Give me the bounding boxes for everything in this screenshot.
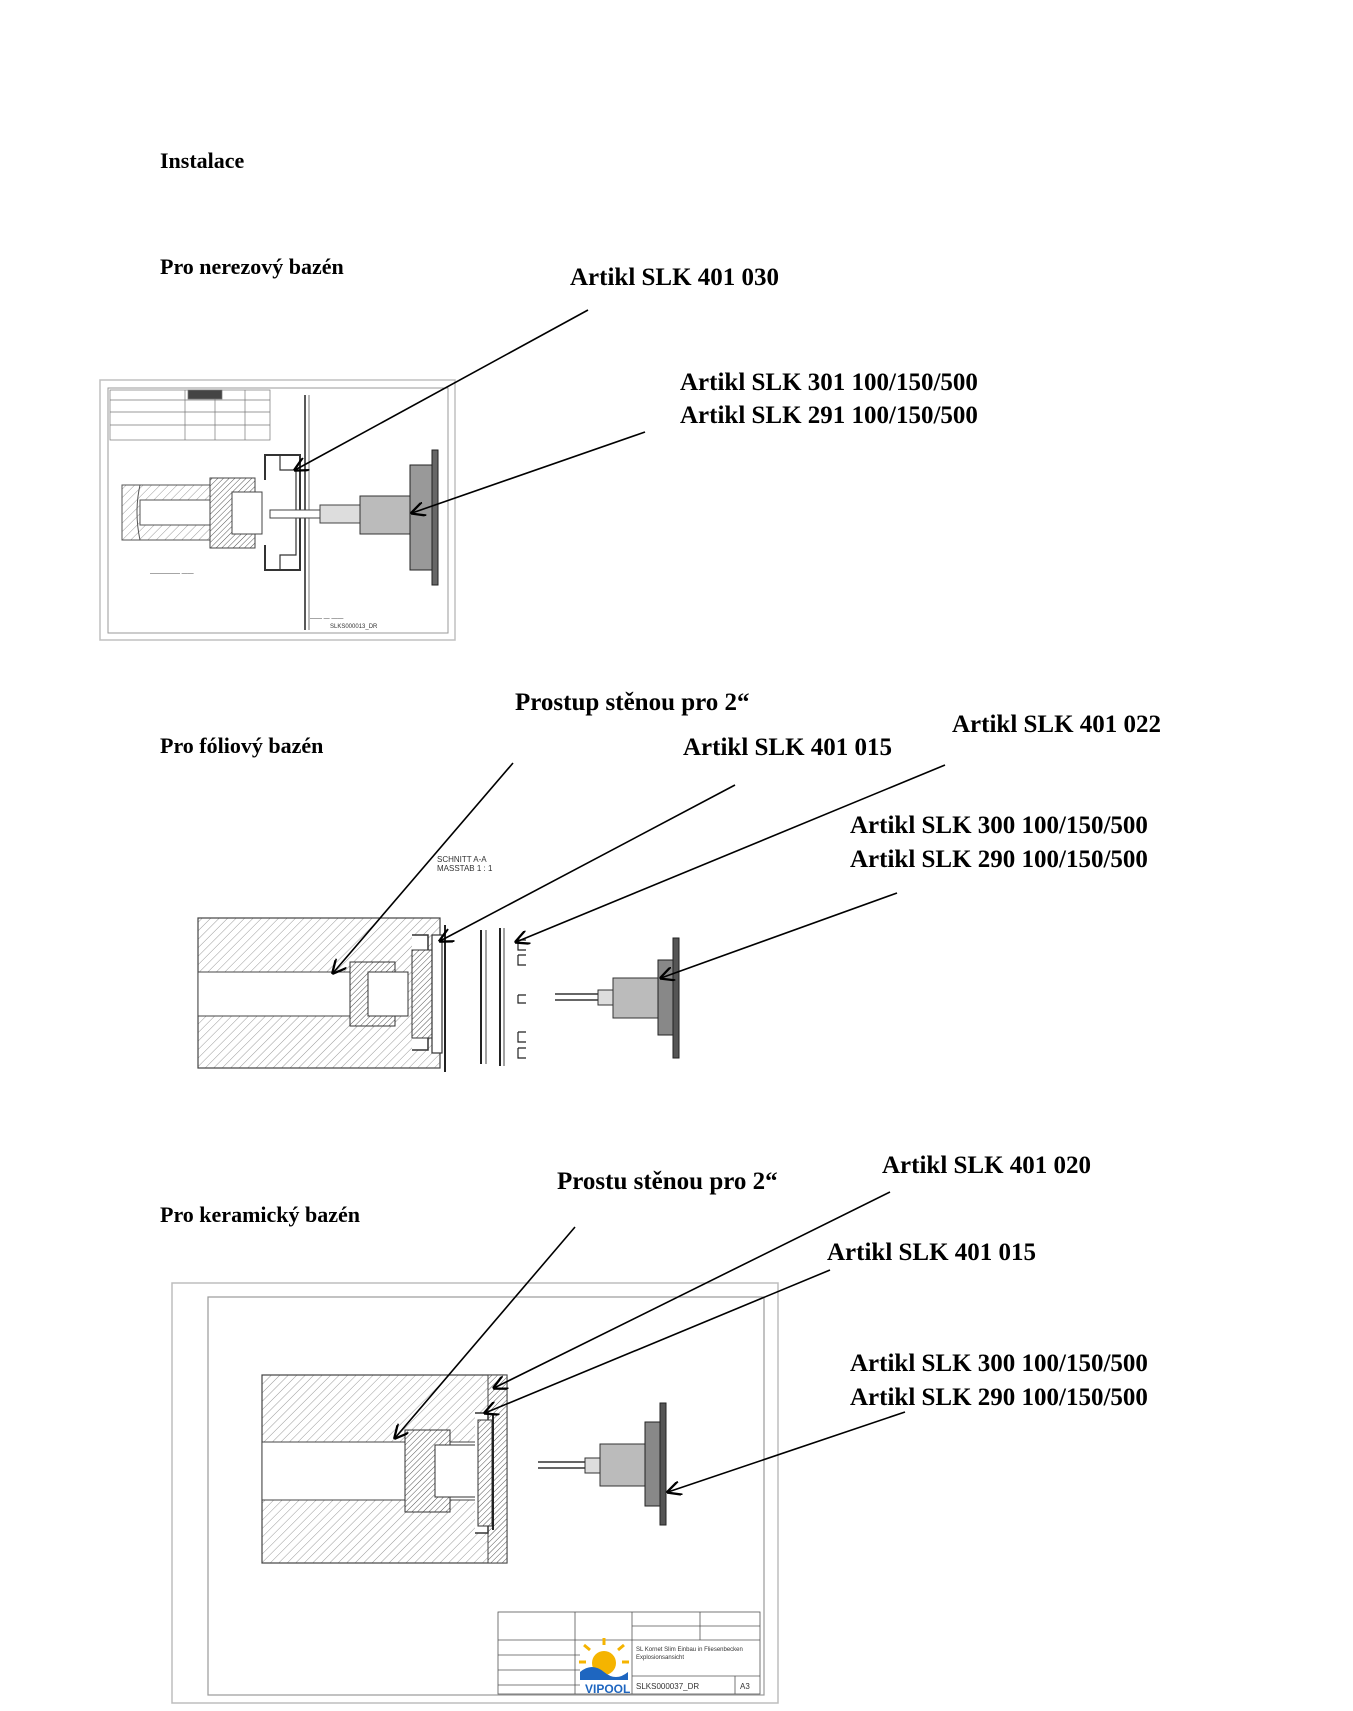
label-slk-401-030: Artikl SLK 401 030 [570, 264, 780, 291]
titleblock-desc1: SL Kornet Slim Einbau in Fliesenbecken [636, 1647, 743, 1653]
arrow-300-290-ceramic [668, 1411, 906, 1492]
titleblock-desc2: Explosionsansicht [636, 1655, 684, 1661]
drawing-note-scale: MASSTAB 1 : 1 [437, 864, 493, 873]
label-slk-300-foil: Artikl SLK 300 100/150/500 [850, 812, 1148, 839]
arrow-401-030 [295, 309, 589, 470]
drawing-ceramic: SL Kornet Slim Einbau in Fliesenbecken E… [171, 1282, 779, 1704]
label-wall-passage-ceramic: Prostu stěnou pro 2“ [557, 1168, 778, 1195]
arrow-301-291 [412, 431, 646, 513]
svg-text:—— — ——: —— — —— [310, 616, 343, 622]
arrow-401-020 [494, 1191, 891, 1388]
titleblock-format: A3 [740, 1682, 750, 1691]
titleblock-ceramic [497, 1611, 761, 1695]
drawing-stainless: ————— —— —— — —— SLKS000013_DR [99, 379, 456, 641]
label-slk-290-ceramic: Artikl SLK 290 100/150/500 [850, 1384, 1148, 1411]
arrow-wall-passage-foil [333, 762, 514, 973]
label-slk-291: Artikl SLK 291 100/150/500 [680, 402, 978, 429]
vipool-logo: VIPOOL [579, 1638, 630, 1696]
label-slk-401-022: Artikl SLK 401 022 [952, 711, 1162, 738]
logo-text: VIPOOL [585, 1682, 630, 1696]
label-slk-300-ceramic: Artikl SLK 300 100/150/500 [850, 1350, 1148, 1377]
section-title-stainless: Pro nerezový bazén [160, 254, 344, 279]
section-title-ceramic: Pro keramický bazén [160, 1202, 361, 1227]
label-slk-401-015-ceramic: Artikl SLK 401 015 [827, 1239, 1037, 1266]
label-wall-passage-foil: Prostup stěnou pro 2“ [515, 689, 750, 716]
section-title-foil: Pro fóliový bazén [160, 733, 324, 758]
arrow-300-290-foil [661, 892, 898, 978]
arrow-401-022 [516, 764, 946, 942]
label-slk-401-015-foil: Artikl SLK 401 015 [683, 734, 893, 761]
svg-text:————— ——: ————— —— [150, 571, 194, 577]
label-slk-401-020: Artikl SLK 401 020 [882, 1152, 1092, 1179]
arrow-401-015-foil [440, 784, 736, 941]
label-slk-301: Artikl SLK 301 100/150/500 [680, 369, 978, 396]
titleblock-stainless [109, 389, 271, 441]
arrow-wall-passage-ceramic [395, 1226, 576, 1438]
drawing-note-section: SCHNITT A-A [437, 855, 487, 864]
svg-text:SLKS000013_DR: SLKS000013_DR [330, 624, 378, 630]
page-heading: Instalace [160, 148, 245, 173]
label-slk-290-foil: Artikl SLK 290 100/150/500 [850, 846, 1148, 873]
titleblock-drawing-no: SLKS000037_DR [636, 1682, 699, 1691]
drawing-foil: SCHNITT A-A MASSTAB 1 : 1 [197, 855, 680, 1072]
arrow-401-015-ceramic [485, 1269, 831, 1413]
